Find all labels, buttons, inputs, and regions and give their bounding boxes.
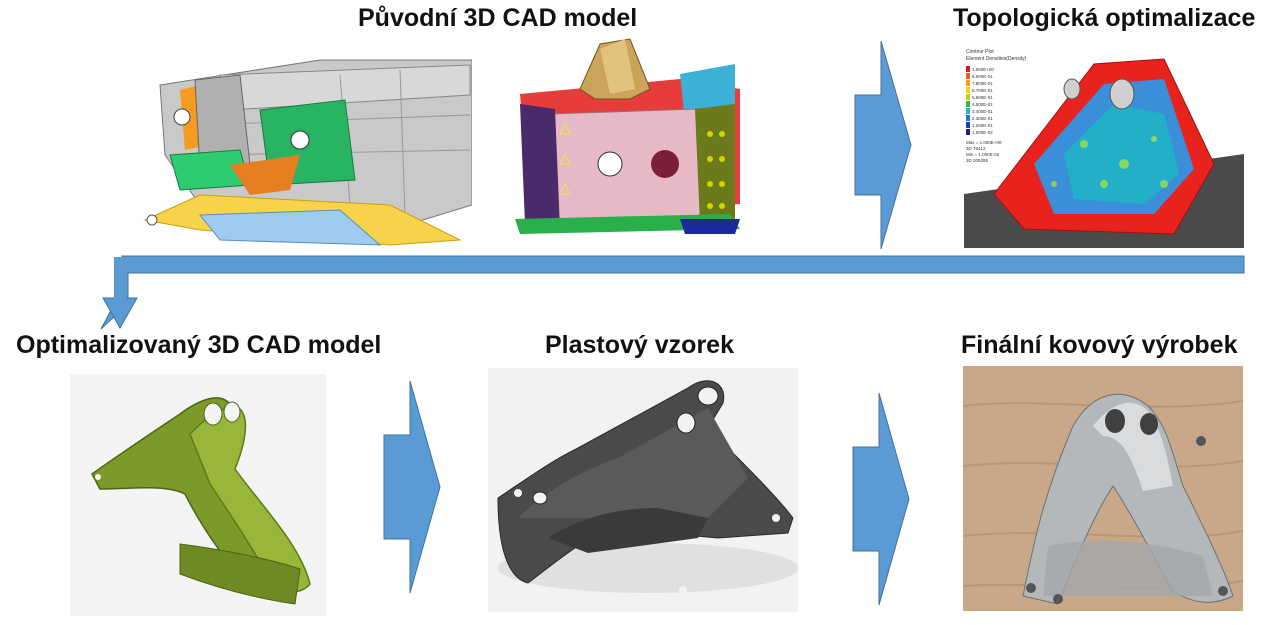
legend-value: 3.400E-01 [972,109,993,114]
legend-value: 1.000E-02 [972,130,993,135]
optimized-cad-image [70,374,326,616]
legend-footer-text: 3D 76412 [966,146,986,151]
legend-swatch [966,87,970,93]
legend-header-1: Contour Plot [966,49,994,55]
arrow-right-bottom-1 [383,380,441,595]
connector-return-arrow [100,255,1246,330]
title-original-cad: Původní 3D CAD model [358,4,638,32]
title-optimized-cad: Optimalizovaný 3D CAD model [16,331,382,359]
legend-value: 2.300E-01 [972,116,993,121]
original-cad-assembly-image [140,55,472,251]
legend-value: 1.000E+00 [972,67,994,72]
legend-value: 7.800E-01 [972,81,993,86]
legend-footer-text: Min = 1.000E-02 [966,152,1000,157]
legend-swatch [966,66,970,72]
legend-swatch [966,115,970,121]
plastic-sample-image [488,368,798,612]
legend-value: 6.700E-01 [972,88,993,93]
legend-swatch [966,80,970,86]
arrow-right-top [854,40,912,250]
density-legend: 1.000E+00 8.900E-01 7.800E-01 6.700E-01 5.60… [966,66,1002,163]
legend-swatch [966,108,970,114]
topology-result-image: Contour Plot Element Densities(Density) … [964,44,1244,248]
legend-header-2: Element Densities(Density) [966,56,1027,62]
legend-swatch [966,73,970,79]
legend-footer-text: Max = 1.000E+00 [966,140,1002,145]
legend-value: 1.200E-01 [972,123,993,128]
original-cad-bracket-image [500,34,744,250]
legend-value: 8.900E-01 [972,74,993,79]
legend-footer-text: 3D 205395 [966,158,989,163]
legend-swatch [966,122,970,128]
title-final-metal-product: Finální kovový výrobek [961,331,1238,359]
legend-value: 5.600E-01 [972,95,993,100]
legend-value: 4.500E-01 [972,102,993,107]
final-metal-product-image [963,366,1243,611]
legend-swatch [966,94,970,100]
legend-swatch [966,101,970,107]
arrow-right-bottom-2 [852,392,910,607]
title-topology-optimization: Topologická optimalizace [953,4,1256,32]
title-plastic-sample: Plastový vzorek [545,331,734,359]
legend-swatch [966,129,970,135]
